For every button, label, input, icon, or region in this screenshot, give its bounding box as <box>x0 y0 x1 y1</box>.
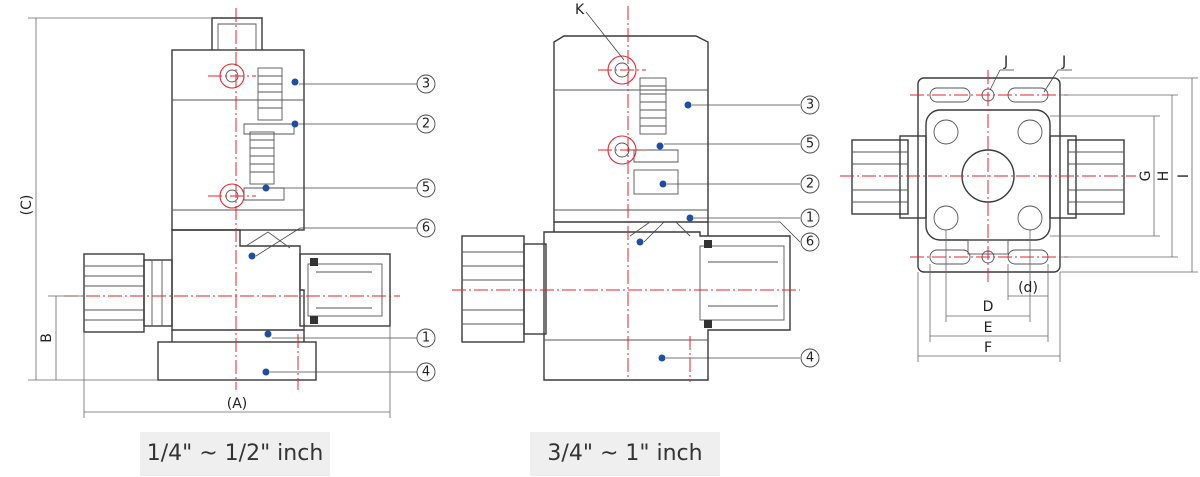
large-valve-view: K 3 5 2 1 6 4 <box>452 2 820 382</box>
small-callout-1: 1 <box>416 328 436 348</box>
svg-text:1: 1 <box>422 331 430 346</box>
small-callout-6: 6 <box>416 218 436 238</box>
dim-c-label: (C) <box>19 195 35 216</box>
svg-text:2: 2 <box>806 177 814 192</box>
small-callout-2: 2 <box>416 114 436 134</box>
svg-text:3: 3 <box>422 77 430 92</box>
large-callout-4: 4 <box>800 348 820 368</box>
dim-j1-label: J <box>1003 54 1008 70</box>
dim-a-label: (A) <box>227 396 248 412</box>
label-k: K <box>575 2 585 18</box>
large-callout-5: 5 <box>800 134 820 154</box>
svg-text:3: 3 <box>806 98 814 113</box>
svg-text:2: 2 <box>422 117 430 132</box>
large-callout-2: 2 <box>800 174 820 194</box>
dim-f-label: F <box>984 340 992 356</box>
small-callout-3: 3 <box>416 74 436 94</box>
small-callout-5: 5 <box>416 178 436 198</box>
svg-text:4: 4 <box>806 351 814 366</box>
bottom-view: J J G H I <box>840 54 1198 362</box>
large-callout-3: 3 <box>800 95 820 115</box>
dim-j2-label: J <box>1061 54 1066 70</box>
svg-text:4: 4 <box>422 365 430 380</box>
small-valve-view: 3 2 5 6 1 4 (C) B (A) <box>19 8 436 418</box>
dim-b-label: B <box>39 333 55 343</box>
svg-text:5: 5 <box>422 181 430 196</box>
dim-h-label: H <box>1156 171 1172 182</box>
large-callout-1: 1 <box>800 208 820 228</box>
caption-small-size: 1/4" ~ 1/2" inch <box>140 432 330 476</box>
dim-d-label: D <box>983 299 994 315</box>
dim-e-label: E <box>984 320 993 336</box>
svg-text:1: 1 <box>806 211 814 226</box>
svg-text:6: 6 <box>422 221 430 236</box>
large-callout-6: 6 <box>800 232 820 252</box>
caption-large-size: 3/4" ~ 1" inch <box>530 432 720 476</box>
dim-d-small-label: (d) <box>1018 280 1038 296</box>
svg-text:5: 5 <box>806 137 814 152</box>
dim-i-label: I <box>1176 174 1192 178</box>
dim-g-label: G <box>1138 171 1154 182</box>
small-callout-4: 4 <box>416 362 436 382</box>
svg-text:6: 6 <box>806 235 814 250</box>
